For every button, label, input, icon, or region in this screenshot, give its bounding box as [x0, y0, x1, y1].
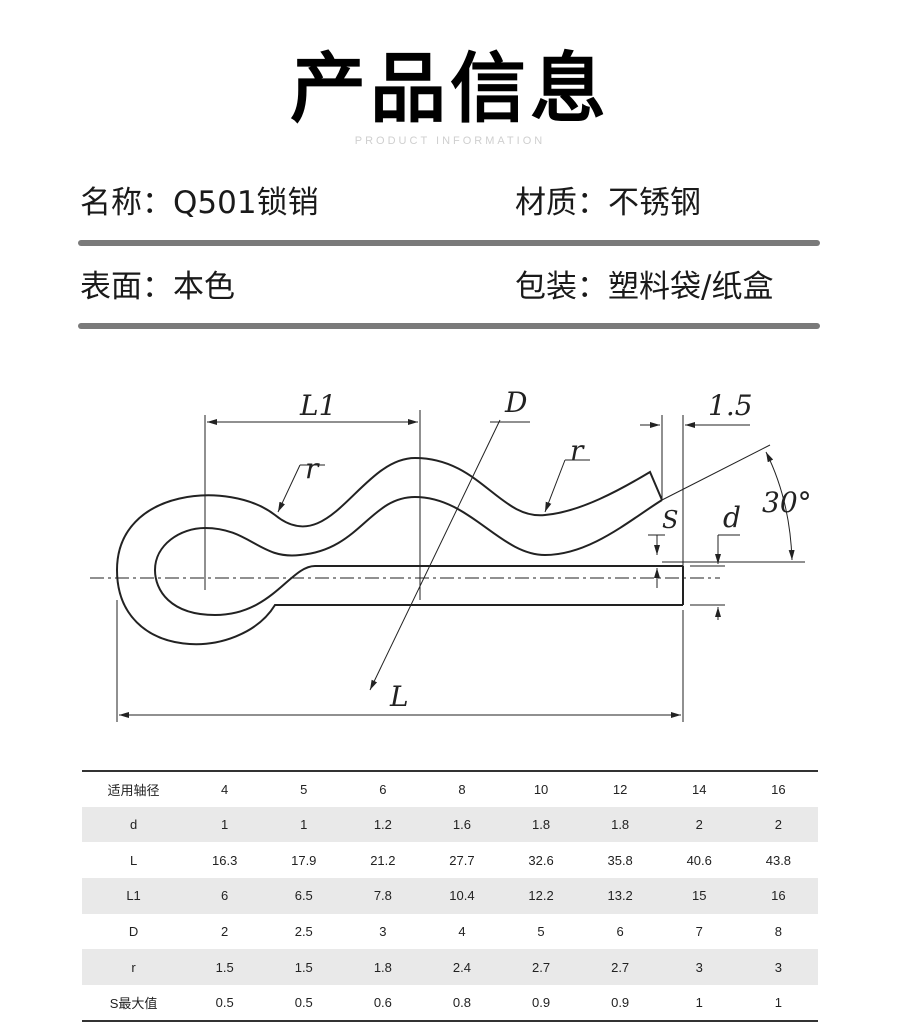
table-cell: 32.6 [528, 852, 554, 868]
table-cell: 2 [659, 806, 739, 843]
table-cell: 4 [458, 924, 466, 940]
label-r: r [570, 434, 585, 467]
table-cell: 6.5 [264, 878, 344, 914]
table-row: S最大值 0.5 0.5 0.6 0.8 0.9 0.9 1 1 [82, 985, 818, 1021]
table-cell: 0.5 [215, 994, 234, 1010]
table-cell: 0.8 [452, 994, 471, 1010]
label-S: S [662, 506, 678, 534]
table-cell: 15 [659, 878, 739, 914]
table-cell: 6 [379, 781, 387, 797]
table-cell: 43.8 [765, 852, 792, 868]
table-cell: 1.8 [501, 806, 581, 843]
table-cell: 6 [616, 924, 624, 940]
row-header: d [82, 806, 186, 843]
table-cell: 10 [533, 781, 549, 797]
label-L1: L1 [299, 389, 336, 422]
row-header: S最大值 [109, 995, 158, 1011]
row-header: L [129, 852, 138, 868]
table-cell: 0.9 [532, 994, 551, 1010]
product-material: 材质：不锈钢 [515, 185, 701, 221]
product-packaging: 包装：塑料袋/纸盒 [515, 269, 774, 305]
table-cell: 17.9 [291, 852, 317, 868]
table-cell: 13.2 [580, 878, 660, 914]
table-cell: 4 [221, 781, 229, 797]
table-cell: 8 [774, 924, 782, 940]
table-cell: 3 [379, 924, 387, 940]
table-cell: 0.6 [373, 994, 392, 1010]
table-cell: 2 [738, 806, 818, 843]
table-cell: 3 [738, 949, 818, 986]
table-cell: 1 [774, 994, 782, 1010]
table-cell: 2.7 [501, 949, 581, 986]
table-cell: 2.4 [422, 949, 502, 986]
table-cell: 1.6 [422, 806, 502, 843]
row-header: D [128, 924, 139, 940]
table-cell: 1 [264, 806, 344, 843]
pin-drawing: L1 D 1.5 r r S d 30° L [90, 386, 812, 722]
label-d: d [723, 501, 741, 534]
table-cell: 3 [659, 949, 739, 986]
table-cell: 1.5 [264, 949, 344, 986]
table-cell: 21.2 [370, 852, 396, 868]
row-header: L1 [82, 878, 186, 914]
table-cell: 1 [695, 994, 703, 1010]
table-row: L 16.3 17.9 21.2 27.7 32.6 35.8 40.6 43.8 [82, 842, 818, 878]
table-cell: 5 [300, 781, 308, 797]
table-cell: 1 [185, 806, 265, 843]
table-cell: 0.9 [611, 994, 630, 1010]
divider [78, 323, 820, 329]
row-header: 适用轴径 [107, 782, 160, 798]
table-cell: 40.6 [686, 852, 712, 868]
dimension-lines [90, 410, 805, 722]
table-cell: 7.8 [343, 878, 423, 914]
label-gap: 1.5 [708, 389, 753, 422]
pin-outline [115, 456, 684, 645]
table-cell: 0.5 [294, 994, 313, 1010]
table-cell: 2 [221, 924, 229, 940]
table-cell: 14 [692, 781, 707, 797]
table-cell: 2.5 [294, 924, 313, 940]
table-cell: 2.7 [580, 949, 660, 986]
table-cell: 7 [695, 924, 703, 940]
table-cell: 27.7 [449, 852, 475, 868]
table-cell: 1.5 [185, 949, 265, 986]
table-row: D 2 2.5 3 4 5 6 7 8 [82, 914, 818, 950]
table-cell: 12.2 [501, 878, 581, 914]
page-subtitle: PRODUCT INFORMATION [354, 135, 546, 147]
table-cell: 10.4 [422, 878, 502, 914]
label-L: L [389, 680, 409, 713]
product-name: 名称：Q501锁销 [80, 185, 319, 221]
table-cell: 1.2 [343, 806, 423, 843]
table-cell: 1.8 [580, 806, 660, 843]
table-row: 适用轴径 4 5 6 8 10 12 14 16 [82, 771, 818, 807]
table-cell: 8 [458, 781, 466, 797]
table-cell: 16 [738, 878, 818, 914]
product-surface: 表面：本色 [80, 269, 235, 305]
label-angle: 30° [762, 486, 812, 519]
table-cell: 16.3 [212, 852, 238, 868]
row-header: r [82, 949, 186, 986]
table-cell: 16 [771, 781, 786, 797]
table-cell: 12 [612, 781, 628, 797]
label-r: r [305, 452, 320, 485]
table-cell: 6 [185, 878, 265, 914]
table-cell: 5 [537, 924, 545, 940]
divider [78, 240, 820, 246]
table-cell: 35.8 [607, 852, 633, 868]
page-title: 产品信息 [290, 44, 610, 133]
table-cell: 1.8 [343, 949, 423, 986]
label-D: D [504, 386, 527, 419]
